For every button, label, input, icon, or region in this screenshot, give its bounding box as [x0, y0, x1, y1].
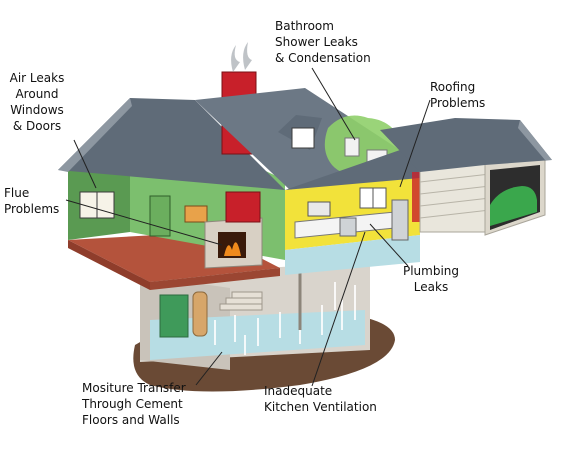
water-heater: [193, 292, 207, 336]
label-bathroom: Bathroom Shower Leaks & Condensation: [275, 18, 395, 66]
label-plumbing: Plumbing Leaks: [396, 263, 466, 295]
furnace: [160, 295, 188, 337]
label-air-leaks: Air Leaks Around Windows & Doors: [4, 70, 70, 134]
label-ventilation: Inadequate Kitchen Ventilation: [264, 383, 394, 415]
front-door: [150, 196, 170, 236]
wall-picture: [185, 206, 207, 222]
kitchen: [285, 175, 420, 275]
label-roofing: Roofing Problems: [430, 79, 500, 111]
label-moisture: Mositure Transfer Through Cement Floors …: [82, 380, 212, 428]
label-flue: Flue Problems: [4, 185, 64, 217]
